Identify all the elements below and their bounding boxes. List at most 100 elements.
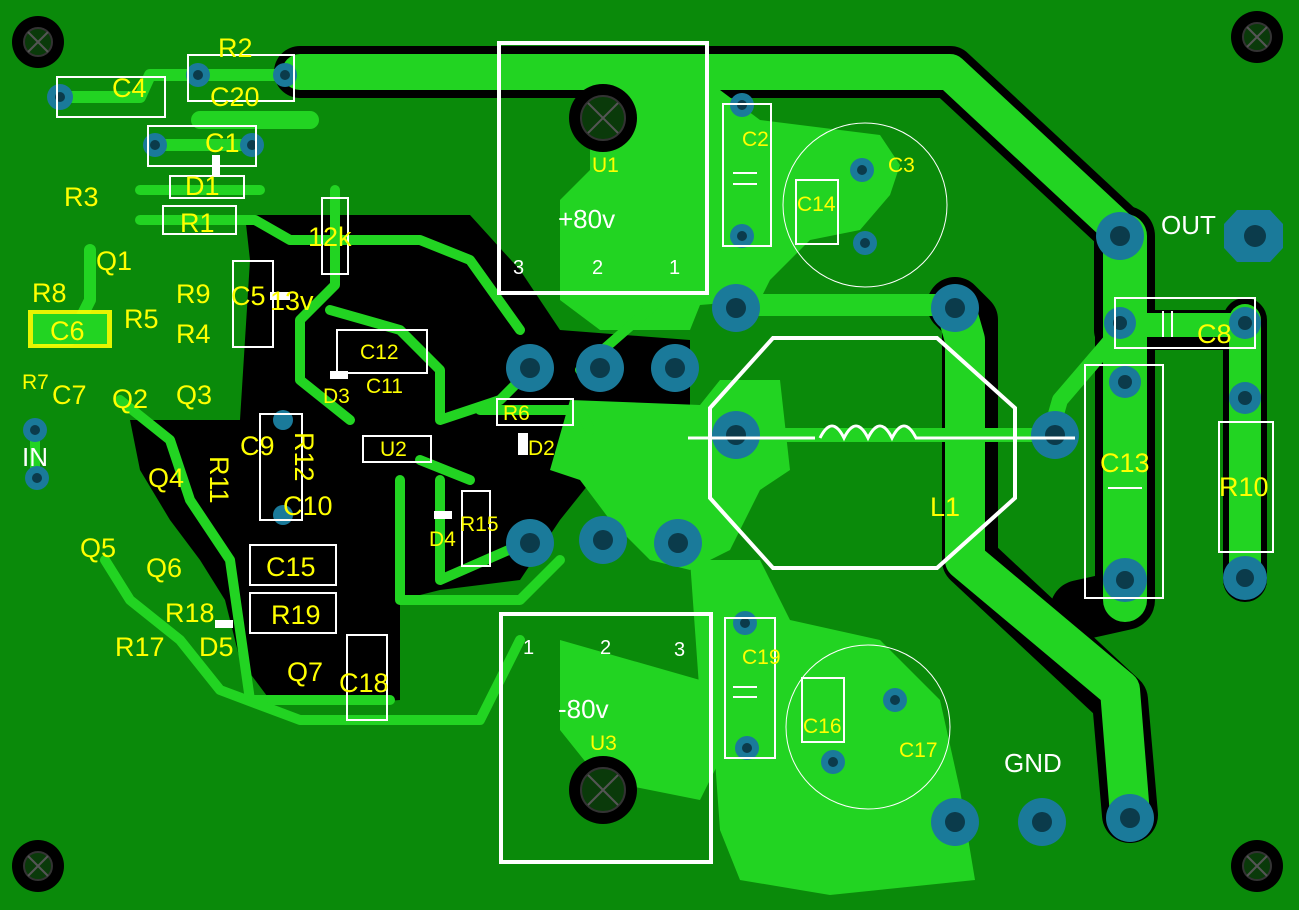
u3-pin: 2 — [600, 637, 611, 659]
ref-r8: R8 — [32, 278, 67, 308]
mounting-hole-bl — [12, 840, 64, 892]
ref-u2: U2 — [380, 438, 407, 461]
ref-d2: D2 — [528, 437, 555, 460]
ref-c6: C6 — [50, 316, 85, 346]
pad — [1229, 307, 1261, 339]
pad — [931, 798, 979, 846]
pad — [735, 736, 759, 760]
silkscreen-outlines — [56, 41, 1274, 864]
in-terminal-pad[interactable] — [25, 466, 49, 490]
pad — [186, 63, 210, 87]
ref-c20: C20 — [210, 82, 260, 112]
ref-c10: C10 — [283, 491, 333, 521]
ref-q4: Q4 — [148, 463, 184, 493]
ref-r17: R17 — [115, 632, 165, 662]
u1-pin: 2 — [592, 257, 603, 279]
ref-r4: R4 — [176, 319, 211, 349]
ref-d5: D5 — [199, 632, 234, 662]
ref-q3: Q3 — [176, 380, 212, 410]
ref-c19: C19 — [742, 646, 781, 669]
pad — [712, 411, 760, 459]
smd-bodies — [28, 155, 528, 628]
ref-c9: C9 — [240, 431, 275, 461]
mounting-hole-br — [1231, 840, 1283, 892]
pad — [733, 611, 757, 635]
u3-pin: 1 — [523, 637, 534, 659]
pad — [1223, 556, 1267, 600]
value-13v: 13v — [270, 286, 314, 316]
ref-r12: R12 — [289, 432, 319, 482]
ref-r18: R18 — [165, 598, 215, 628]
pad — [821, 750, 845, 774]
pad — [1109, 366, 1141, 398]
ref-c13: C13 — [1100, 448, 1150, 478]
ref-d4: D4 — [429, 528, 456, 551]
u3-outline — [499, 612, 713, 864]
pad — [506, 519, 554, 567]
ref-q2: Q2 — [112, 384, 148, 414]
regulator-labels: U1 +80v 3 2 1 1 2 3 -80v U3 — [513, 154, 685, 755]
pad — [240, 133, 264, 157]
ref-r11: R11 — [204, 456, 234, 504]
pad — [931, 284, 979, 332]
gnd-terminal-pad[interactable] — [1018, 798, 1066, 846]
out-terminal-pad[interactable] — [1224, 210, 1283, 262]
pad — [883, 688, 907, 712]
gnd-label: GND — [1004, 748, 1062, 778]
pad — [1106, 794, 1154, 842]
pad — [1031, 411, 1079, 459]
pad — [712, 284, 760, 332]
mounting-holes — [12, 11, 1283, 892]
pad — [1103, 558, 1147, 602]
ref-c1: C1 — [205, 128, 240, 158]
ref-c7: C7 — [52, 380, 87, 410]
traces — [30, 54, 1261, 835]
terminal-labels: OUT GND IN — [22, 210, 1216, 778]
u3-ref: U3 — [590, 732, 617, 755]
copper-pours — [550, 90, 975, 895]
mounting-hole-u1 — [569, 84, 637, 152]
pad — [23, 418, 47, 442]
u1-value: +80v — [558, 204, 615, 234]
ref-r9: R9 — [176, 279, 211, 309]
ref-c18: C18 — [339, 668, 389, 698]
ref-d3: D3 — [323, 385, 350, 408]
u1-outline — [497, 41, 709, 295]
small-pads — [23, 63, 907, 774]
pad — [143, 133, 167, 157]
ref-r5: R5 — [124, 304, 159, 334]
pad — [1104, 307, 1136, 339]
u1-ref: U1 — [592, 154, 619, 177]
ref-r6: R6 — [503, 402, 530, 425]
pad — [506, 344, 554, 392]
ref-c11: C11 — [366, 375, 403, 398]
pad — [273, 63, 297, 87]
ref-c3: C3 — [888, 154, 915, 177]
ref-c17: C17 — [899, 739, 938, 762]
pad — [47, 84, 73, 110]
mounting-hole-u3 — [569, 756, 637, 824]
in-label: IN — [22, 442, 48, 472]
large-pads — [506, 210, 1283, 846]
ref-c15: C15 — [266, 552, 316, 582]
component-labels: R2 C20 C4 C1 D1 R3 R1 Q1 R8 R9 C5 R5 C6 … — [22, 33, 1269, 762]
ref-q6: Q6 — [146, 553, 182, 583]
u3-value: -80v — [558, 694, 609, 724]
mounting-hole-tl — [12, 16, 64, 68]
ref-d1: D1 — [185, 171, 220, 201]
ref-l1: L1 — [930, 492, 960, 522]
value-12k: 12k — [308, 222, 352, 252]
ref-c4: C4 — [112, 73, 147, 103]
ref-r15: R15 — [460, 513, 499, 536]
ref-q7: Q7 — [287, 657, 323, 687]
u1-pin: 3 — [513, 257, 524, 279]
ref-r19: R19 — [271, 600, 321, 630]
pad — [1229, 382, 1261, 414]
pad — [1096, 212, 1144, 260]
out-label: OUT — [1161, 210, 1216, 240]
ref-c5: C5 — [231, 281, 266, 311]
ref-r10: R10 — [1219, 472, 1269, 502]
ref-r1: R1 — [180, 208, 215, 238]
ref-c8: C8 — [1197, 319, 1232, 349]
